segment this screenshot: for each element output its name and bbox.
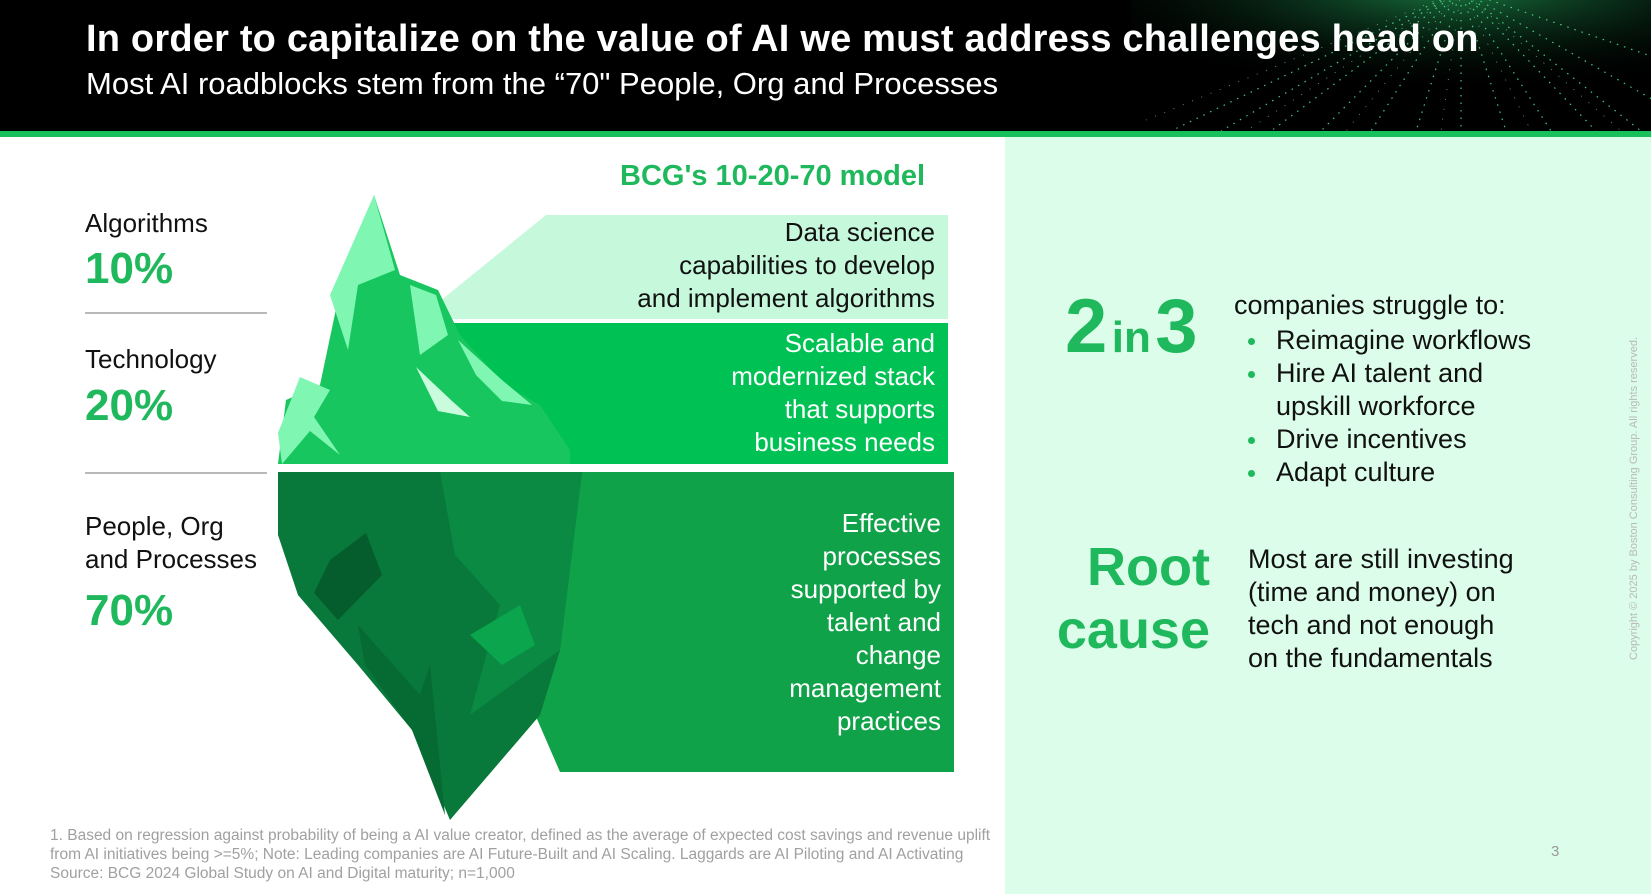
band-text-technology: Scalable and modernized stack that suppo… xyxy=(731,328,935,457)
band-text-people: Effective processes supported by talent … xyxy=(789,508,941,736)
list-item: upskill workforce xyxy=(1276,391,1476,421)
struggle-list: Reimagine workflows Hire AI talent and u… xyxy=(1248,324,1531,489)
bullet-dot-icon xyxy=(1248,371,1255,378)
header-divider xyxy=(0,131,1651,137)
footnote: 1. Based on regression against probabili… xyxy=(50,827,991,882)
tier-percent-technology: 20% xyxy=(85,381,174,430)
insight-panel xyxy=(1005,137,1651,894)
iceberg-top xyxy=(278,195,570,464)
root-cause-title: Root cause xyxy=(1056,537,1210,660)
tier-percent-algorithms: 10% xyxy=(85,244,174,293)
page-number: 3 xyxy=(1551,843,1560,860)
bullet-dot-icon xyxy=(1248,470,1255,477)
tier-label-people-org-processes: People, Org and Processes xyxy=(85,511,257,574)
copyright-notice: Copyright © 2025 by Boston Consulting Gr… xyxy=(1628,337,1640,660)
list-item: Drive incentives xyxy=(1248,423,1531,456)
two-in-three-stat: 2 in 3 xyxy=(1065,284,1198,369)
band-text-algorithms: Data science capabilities to develop and… xyxy=(637,217,935,313)
root-cause-description: Most are still investing (time and money… xyxy=(1248,544,1514,673)
bullet-dot-icon xyxy=(1248,338,1255,345)
band-algorithms-bg xyxy=(418,215,948,319)
iceberg-illustration xyxy=(278,195,954,820)
slide-header: In order to capitalize on the value of A… xyxy=(0,0,1651,131)
tier-label-algorithms: Algorithms xyxy=(85,208,208,238)
tier-divider xyxy=(85,312,267,314)
tier-divider xyxy=(85,472,267,474)
iceberg-underwater xyxy=(278,472,582,820)
model-title: BCG's 10-20-70 model xyxy=(620,160,926,192)
bullet-dot-icon xyxy=(1248,437,1255,444)
struggle-heading: companies struggle to: xyxy=(1234,290,1506,320)
list-item: Reimagine workflows xyxy=(1248,324,1531,357)
slide-title: In order to capitalize on the value of A… xyxy=(86,18,1479,60)
slide-subtitle: Most AI roadblocks stem from the “70" Pe… xyxy=(86,66,999,101)
list-item: Adapt culture xyxy=(1248,456,1531,489)
light-streaks-art xyxy=(1131,0,1651,131)
tier-percent-people-org-processes: 70% xyxy=(85,586,174,635)
tier-label-technology: Technology xyxy=(85,344,217,374)
list-item: Hire AI talent and xyxy=(1248,357,1531,390)
